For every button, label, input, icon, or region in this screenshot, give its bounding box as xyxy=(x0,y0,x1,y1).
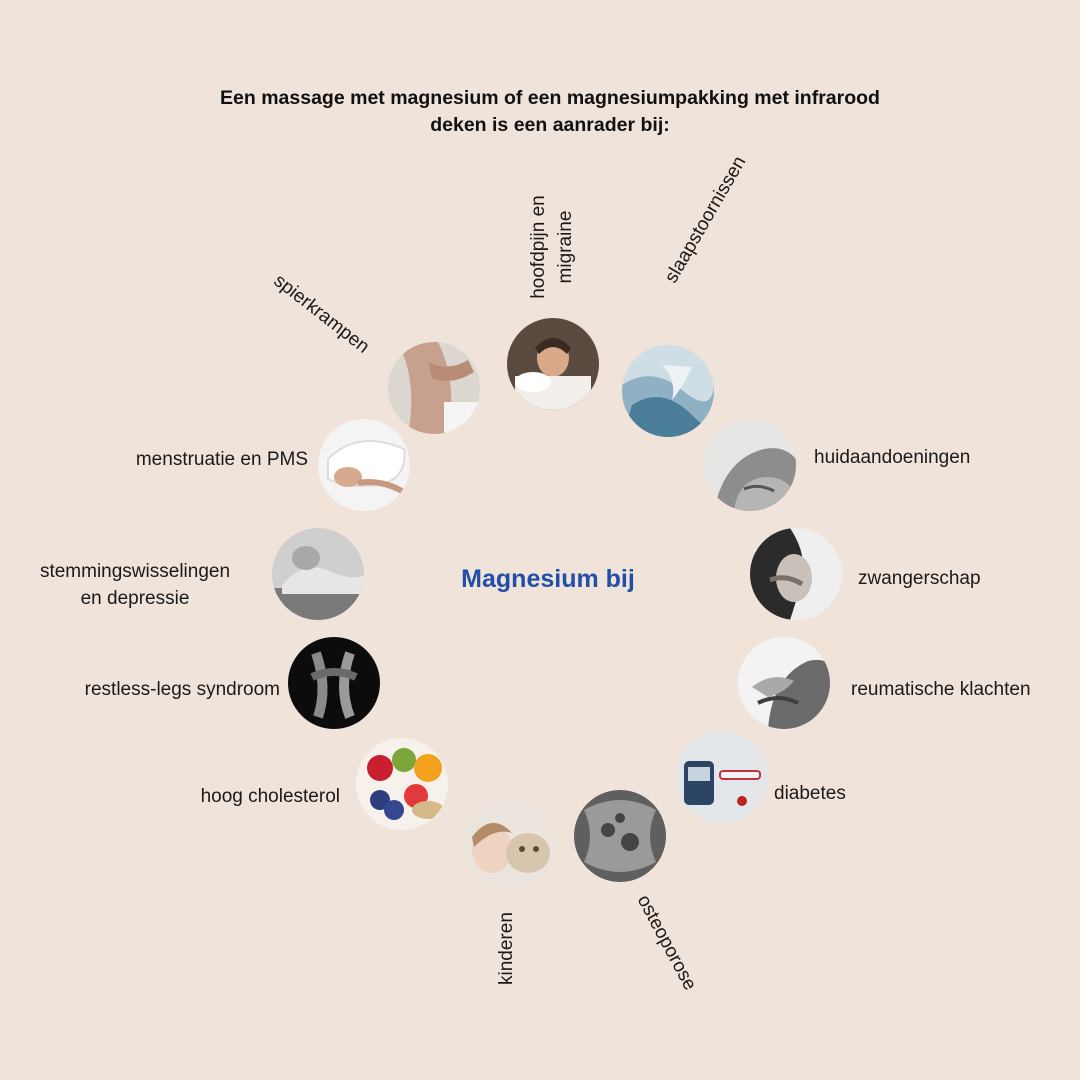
photo-restless xyxy=(288,637,380,729)
photo-menstruatie xyxy=(318,419,410,511)
label-kinderen: kinderen xyxy=(496,912,517,985)
label-stemming: stemmingswisselingen en depressie xyxy=(18,558,252,612)
photo-kinderen xyxy=(464,797,556,889)
label-spierkrampen: spierkrampen xyxy=(269,270,374,358)
photo-cholesterol xyxy=(356,738,448,830)
label-reuma: reumatische klachten xyxy=(851,679,1031,700)
label-osteoporose: osteoporose xyxy=(632,891,701,994)
label-zwangerschap: zwangerschap xyxy=(858,568,981,589)
label-huidaandoeningen: huidaandoeningen xyxy=(814,447,971,468)
photo-stemming xyxy=(272,528,364,620)
label-restless: restless-legs syndroom xyxy=(84,679,280,700)
label-hoofdpijn: hoofdpijn en migraine xyxy=(497,180,607,299)
label-hoofdpijn-line-2: migraine xyxy=(555,210,576,284)
label-hoofdpijn-line-1: hoofdpijn en xyxy=(528,195,549,299)
photo-huid xyxy=(704,419,796,511)
photo-slaapstoornissen xyxy=(622,345,714,437)
label-diabetes: diabetes xyxy=(774,783,846,804)
photo-zwangerschap xyxy=(750,528,842,620)
photo-reuma xyxy=(738,637,830,729)
photo-spierkrampen xyxy=(388,342,480,434)
photo-hoofdpijn xyxy=(507,318,599,410)
heading-line-2: deken is een aanrader bij: xyxy=(430,114,670,136)
photo-osteoporose xyxy=(574,790,666,882)
page-heading: Een massage met magnesium of een magnesi… xyxy=(140,85,960,139)
center-title: Magnesium bij xyxy=(461,565,635,593)
label-cholesterol: hoog cholesterol xyxy=(200,786,340,807)
label-menstruatie: menstruatie en PMS xyxy=(135,449,308,470)
label-stemming-line-1: stemmingswisselingen xyxy=(39,561,231,582)
heading-line-1: Een massage met magnesium of een magnesi… xyxy=(220,87,880,109)
label-slaapstoornissen: slaapstoornissen xyxy=(660,152,751,287)
photo-diabetes xyxy=(676,731,768,823)
label-stemming-line-2: en depressie xyxy=(80,588,190,609)
